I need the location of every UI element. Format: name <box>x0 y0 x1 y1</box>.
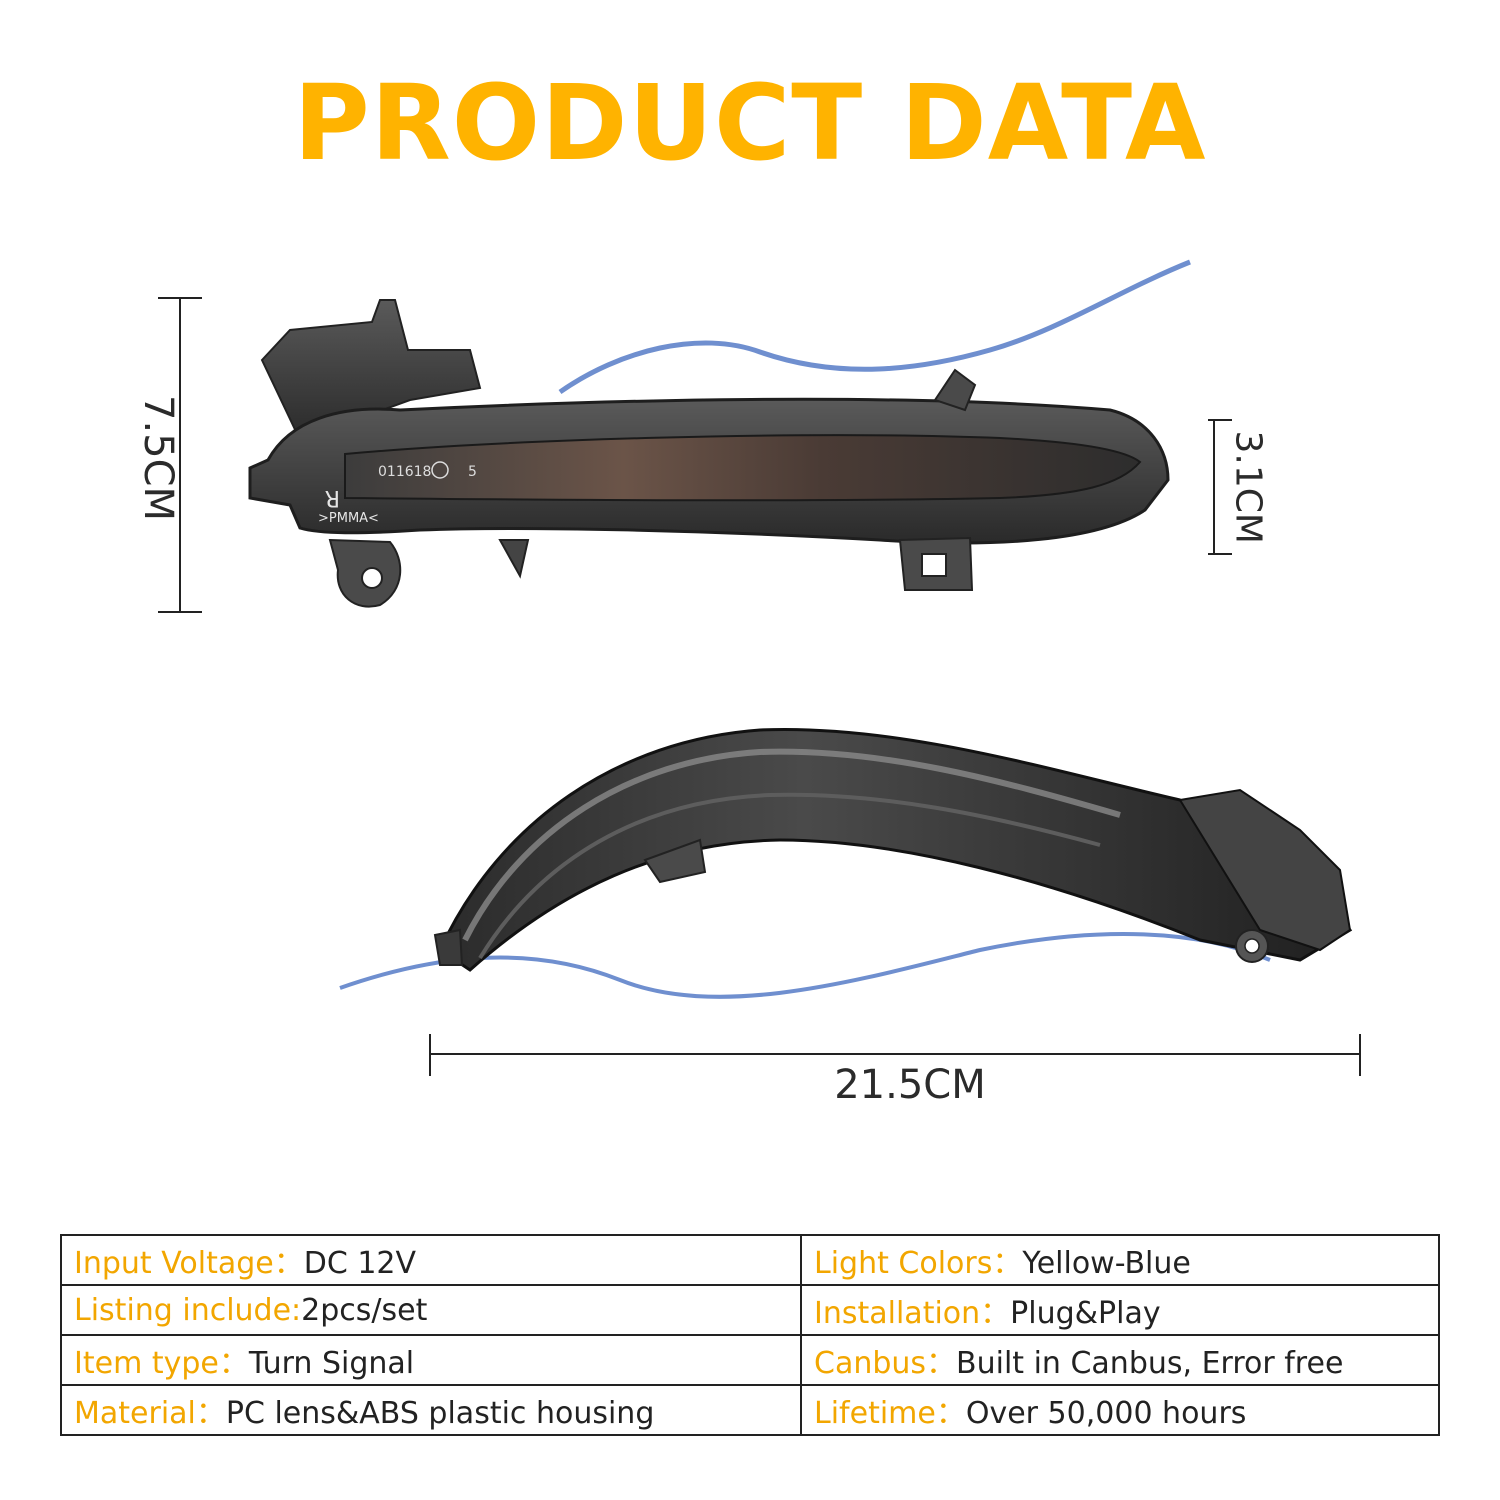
length-dimension-label: 21.5CM <box>834 1062 986 1108</box>
spec-label: Canbus： <box>814 1346 957 1381</box>
material-marking-text: >PMMA< <box>318 511 379 526</box>
height-dimension-label: 7.5CM <box>135 395 181 522</box>
spec-value: PC lens&ABS plastic housing <box>225 1396 655 1431</box>
spec-label: Item type： <box>74 1346 249 1381</box>
part-rev-text: 5 <box>468 464 477 480</box>
lens-height-dimension-line <box>1208 419 1232 555</box>
side-marking-text: R <box>325 485 340 510</box>
spec-value: Turn Signal <box>248 1346 415 1381</box>
spec-cell-left: Input Voltage：DC 12V <box>60 1234 802 1286</box>
page-title: PRODUCT DATA <box>293 62 1207 184</box>
indicator-top-view: 011618 5 R >PMMA< <box>248 259 1191 608</box>
spec-cell-right: Lifetime：Over 50,000 hours <box>800 1384 1440 1436</box>
spec-value: Yellow-Blue <box>1022 1246 1191 1281</box>
spec-cell-right: Installation：Plug&Play <box>800 1284 1440 1336</box>
spec-value: DC 12V <box>303 1246 417 1281</box>
e-mark-icon <box>431 461 449 479</box>
spec-label: Lifetime： <box>814 1396 966 1431</box>
spec-label: Material： <box>74 1396 226 1431</box>
spec-label: Listing include: <box>74 1292 302 1328</box>
spec-cell-right: Light Colors：Yellow-Blue <box>800 1234 1440 1286</box>
wire <box>558 259 1191 395</box>
spec-label: Input Voltage： <box>74 1246 304 1281</box>
length-dimension-line <box>429 1034 1361 1076</box>
spec-cell-right: Canbus：Built in Canbus, Error free <box>800 1334 1440 1386</box>
spec-value: 2pcs/set <box>301 1292 428 1328</box>
spec-value: Over 50,000 hours <box>965 1396 1247 1431</box>
height-dimension-line <box>158 297 202 613</box>
lens-height-dimension-label: 3.1CM <box>1227 430 1269 544</box>
spec-label: Light Colors： <box>814 1246 1023 1281</box>
indicator-angled-view <box>339 727 1353 999</box>
spec-label: Installation： <box>814 1296 1011 1331</box>
product-illustration: 011618 5 R >PMMA< <box>158 259 1361 1076</box>
smoked-lens <box>344 434 1142 502</box>
spec-cell-left: Item type：Turn Signal <box>60 1334 802 1386</box>
spec-cell-left: Material：PC lens&ABS plastic housing <box>60 1384 802 1436</box>
part-code-text: 011618 <box>378 464 431 480</box>
spec-value: Built in Canbus, Error free <box>956 1346 1344 1381</box>
spec-value: Plug&Play <box>1010 1296 1161 1331</box>
spec-cell-left: Listing include:2pcs/set <box>60 1284 802 1336</box>
